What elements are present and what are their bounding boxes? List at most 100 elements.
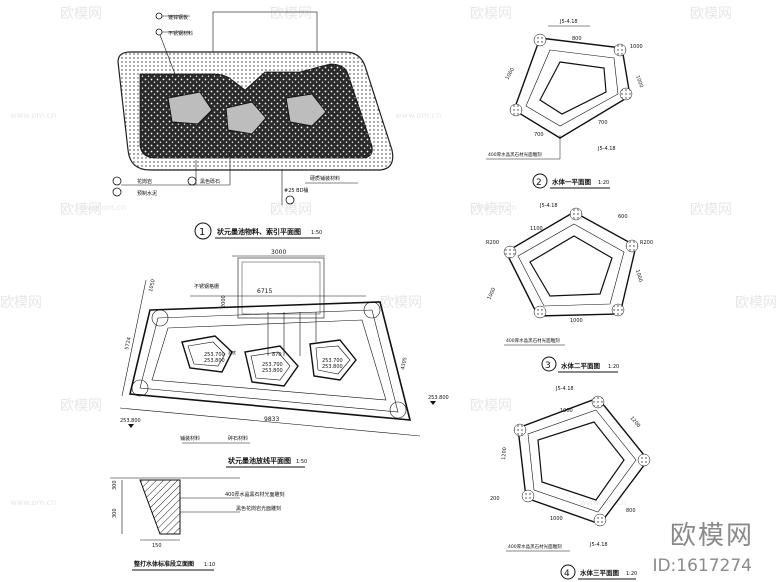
- detail-dim: 1000: [505, 67, 517, 81]
- watermark-logo: 欧模网: [470, 202, 512, 218]
- detail-note: 400厚水晶黑石材光面雕刻: [506, 337, 560, 344]
- callout-marker: [112, 176, 122, 186]
- plan-bottom-label: 池底: [228, 349, 236, 355]
- detail-4-title: 水体三平面图: [580, 568, 620, 577]
- detail-dim: 200: [490, 496, 500, 502]
- watermark-url: www.om.cn: [10, 498, 56, 507]
- pool-elev: 253.800: [322, 364, 343, 370]
- watermark-logo: 欧模网: [60, 6, 102, 22]
- detail-dim: R200: [486, 240, 499, 246]
- dim-label: 4305: [400, 357, 409, 371]
- watermark-logo: 欧模网: [690, 202, 732, 218]
- pond-two: [225, 101, 267, 135]
- detail-dim: 1000: [630, 44, 643, 50]
- watermark-logo: 欧模网: [735, 295, 776, 311]
- detail-note: 400厚水晶黑石材光面雕刻: [488, 151, 542, 158]
- pool-elev: 253.700: [262, 362, 283, 368]
- watermark-logo: 欧模网: [0, 295, 42, 311]
- detail-4-scale: 1:20: [626, 571, 637, 577]
- detail-ref: J5-4.18: [555, 386, 574, 392]
- callout-label: 黑色砾石: [200, 178, 220, 185]
- detail-3-title: 水体二平面图: [561, 361, 601, 370]
- detail-4-number: 4: [564, 569, 570, 579]
- detail-ref: 硬质铺装材料: [310, 175, 340, 182]
- plan-bottom-scale: 1:50: [296, 459, 307, 465]
- plan-top-scale: 1:50: [311, 230, 322, 236]
- detail-dim: 1000: [634, 269, 643, 283]
- pool-elev: 253.800: [262, 368, 283, 374]
- pool-elev: 253.800: [204, 358, 225, 364]
- callout-marker: [155, 12, 163, 20]
- pond-layout-one: [181, 335, 233, 373]
- dim-label: 870: [272, 352, 282, 358]
- detail-dim: 1100: [530, 226, 543, 232]
- detail-ref: J5-4.18: [589, 542, 608, 548]
- pond-one: [167, 91, 213, 125]
- plan-bottom: 3000 6715 不锈钢格栅 2000 253.700 253.800 870…: [119, 249, 449, 468]
- pool-elev: 253.700: [204, 352, 225, 358]
- elevation-label: 253.800: [120, 418, 141, 424]
- detail-note: 400厚水晶黑石材光面雕刻: [508, 543, 562, 550]
- plan-top: 镀锌钢板 不锈钢材料 花岗岩 预制水泥 黑色砾石 #25 BD桶 硬质铺装材料 …: [112, 11, 394, 240]
- section-elevation: 300 300 150 400厚水晶黑石材光面雕刻 黑色花岗岩光面雕刻 整打水体…: [110, 477, 285, 571]
- detail-3: J5-4.18 1100 600 1000 R200 R200 1000 100…: [486, 203, 653, 373]
- watermark-logo: 欧模网: [380, 295, 422, 311]
- plan-top-number: 1: [199, 227, 205, 238]
- dim-label: 5724: [124, 337, 133, 351]
- detail-4-outer: [517, 397, 649, 525]
- watermark-url: www.om.cn: [10, 111, 56, 120]
- watermark-logo: 欧模网: [690, 6, 732, 22]
- plan-top-number-circle: [194, 222, 212, 240]
- detail-2-number: 2: [536, 178, 542, 188]
- dim-label: 2000: [221, 295, 227, 308]
- callout-marker: [155, 28, 163, 36]
- watermark-layer: 欧模网 欧模网 欧模网 欧模网 欧模网 欧模网 欧模网 欧模网 欧模网 欧模网 …: [0, 6, 776, 507]
- section-note: 400厚水晶黑石材光面雕刻: [225, 491, 285, 498]
- pool-elev: 253.700: [322, 358, 343, 364]
- watermark-url: www.om.cn: [470, 203, 516, 212]
- detail-4: J5-4.18 1000 1200 1200 1000 800 200 400厚…: [490, 386, 651, 580]
- section-dim: 300: [112, 508, 118, 518]
- brand-id: ID:1617274: [652, 556, 752, 576]
- detail-3-scale: 1:20: [608, 364, 619, 370]
- watermark-url: www.om.cn: [395, 111, 441, 120]
- section-scale: 1:10: [204, 562, 215, 568]
- detail-3-number: 3: [545, 361, 551, 371]
- detail-2-outer: [513, 37, 631, 139]
- plan-bottom-outline: [129, 301, 412, 421]
- pond-layout-two: [244, 345, 299, 387]
- watermark-logo: 欧模网: [270, 6, 312, 22]
- detail-dim: R200: [640, 240, 653, 246]
- plan-bottom-label: 碎石材料: [228, 435, 248, 442]
- pond-three: [285, 93, 327, 127]
- detail-ref: J5-4.18: [597, 146, 616, 152]
- detail-dim: 700: [598, 120, 608, 126]
- watermark-logo: 欧模网: [470, 398, 512, 414]
- detail-dim: 1000: [486, 287, 497, 301]
- plan-bottom-label: 不锈钢格栅: [194, 283, 219, 290]
- plan-top-title: 状元墨池物料、索引平面图: [217, 227, 301, 236]
- detail-2-scale: 1:20: [598, 180, 609, 186]
- watermark-logo: 欧模网: [270, 202, 312, 218]
- detail-dim: 1000: [570, 318, 583, 324]
- detail-dim: 700: [534, 132, 544, 138]
- section-dim: 150: [152, 543, 162, 549]
- section-title: 整打水体标准段立面图: [133, 560, 194, 568]
- detail-dim: 600: [618, 214, 628, 220]
- callout-label: 镀锌钢板: [168, 14, 188, 21]
- section-wall: [139, 479, 181, 535]
- dim-label: 3000: [271, 249, 286, 256]
- detail-dim: 1000: [634, 75, 644, 89]
- detail-dim: 1200: [501, 447, 508, 460]
- section-dim: 300: [112, 480, 118, 490]
- detail-dim: 1000: [550, 516, 563, 522]
- detail-ref: J5-4.18: [559, 19, 578, 25]
- section-note: 黑色花岗岩光面雕刻: [236, 505, 281, 512]
- plan-bottom-ref-rect: [237, 257, 325, 319]
- elevation-label: 253.800: [428, 395, 449, 401]
- detail-3-outer: [505, 211, 637, 317]
- plan-bottom-title: 状元墨池放线平面图: [228, 456, 291, 465]
- callout-label: 预制水泥: [137, 190, 157, 197]
- watermark-tile: 欧模网 欧模网 欧模网 欧模网 欧模网 欧模网 欧模网 欧模网 欧模网 欧模网 …: [0, 6, 776, 507]
- callout-label: 花岗岩: [137, 178, 152, 185]
